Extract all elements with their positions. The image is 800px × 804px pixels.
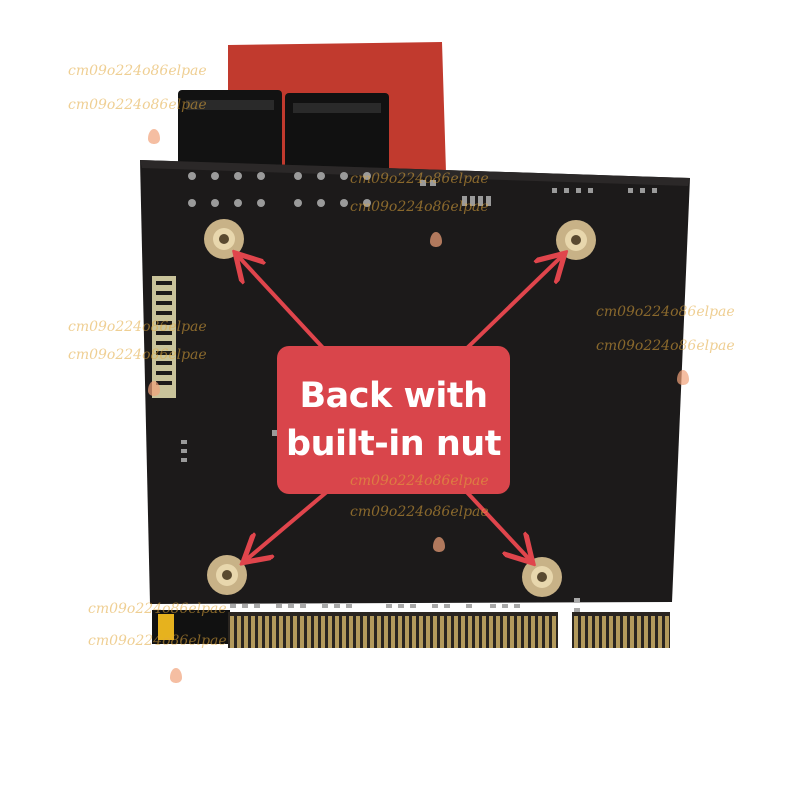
flame-icon bbox=[148, 129, 160, 144]
mounting-nut-bottom-right bbox=[522, 557, 562, 597]
watermark-text: cm09o224o86elpae bbox=[350, 199, 489, 215]
watermark-text: cm09o224o86elpae bbox=[350, 473, 489, 489]
caption-line-2: built-in nut bbox=[286, 424, 501, 464]
header-pins bbox=[188, 172, 657, 207]
watermark-text: cm09o224o86elpae bbox=[596, 338, 735, 354]
flame-icon bbox=[433, 537, 445, 552]
flame-icon bbox=[170, 668, 182, 683]
watermark-text: cm09o224o86elpae bbox=[68, 63, 207, 79]
flame-icon bbox=[430, 232, 442, 247]
arrows bbox=[238, 256, 562, 560]
arrow-bottom-right bbox=[460, 485, 530, 560]
watermark-text: cm09o224o86elpae bbox=[350, 171, 489, 187]
mounting-nut-top-right bbox=[556, 220, 596, 260]
watermark-text: cm09o224o86elpae bbox=[350, 504, 489, 520]
watermark-text: cm09o224o86elpae bbox=[68, 347, 207, 363]
caption-box: Back with built-in nut bbox=[277, 346, 510, 494]
mounting-nut-top-left bbox=[204, 219, 244, 259]
caption-line-1: Back with bbox=[299, 376, 488, 416]
watermark-text: cm09o224o86elpae bbox=[596, 304, 735, 320]
watermark-text: cm09o224o86elpae bbox=[88, 601, 227, 617]
arrow-top-left bbox=[238, 256, 327, 352]
watermark-text: cm09o224o86elpae bbox=[68, 319, 207, 335]
flame-icon bbox=[148, 381, 160, 396]
arrow-bottom-left bbox=[246, 483, 337, 560]
gold-fingers bbox=[152, 610, 670, 648]
mounting-nut-bottom-left bbox=[207, 555, 247, 595]
connector-left bbox=[178, 90, 282, 172]
flame-icon bbox=[677, 370, 689, 385]
watermark-text: cm09o224o86elpae bbox=[68, 97, 207, 113]
arrow-top-right bbox=[463, 256, 562, 352]
watermark-text: cm09o224o86elpae bbox=[88, 633, 227, 649]
side-header bbox=[152, 276, 278, 462]
smd-components bbox=[230, 598, 580, 612]
